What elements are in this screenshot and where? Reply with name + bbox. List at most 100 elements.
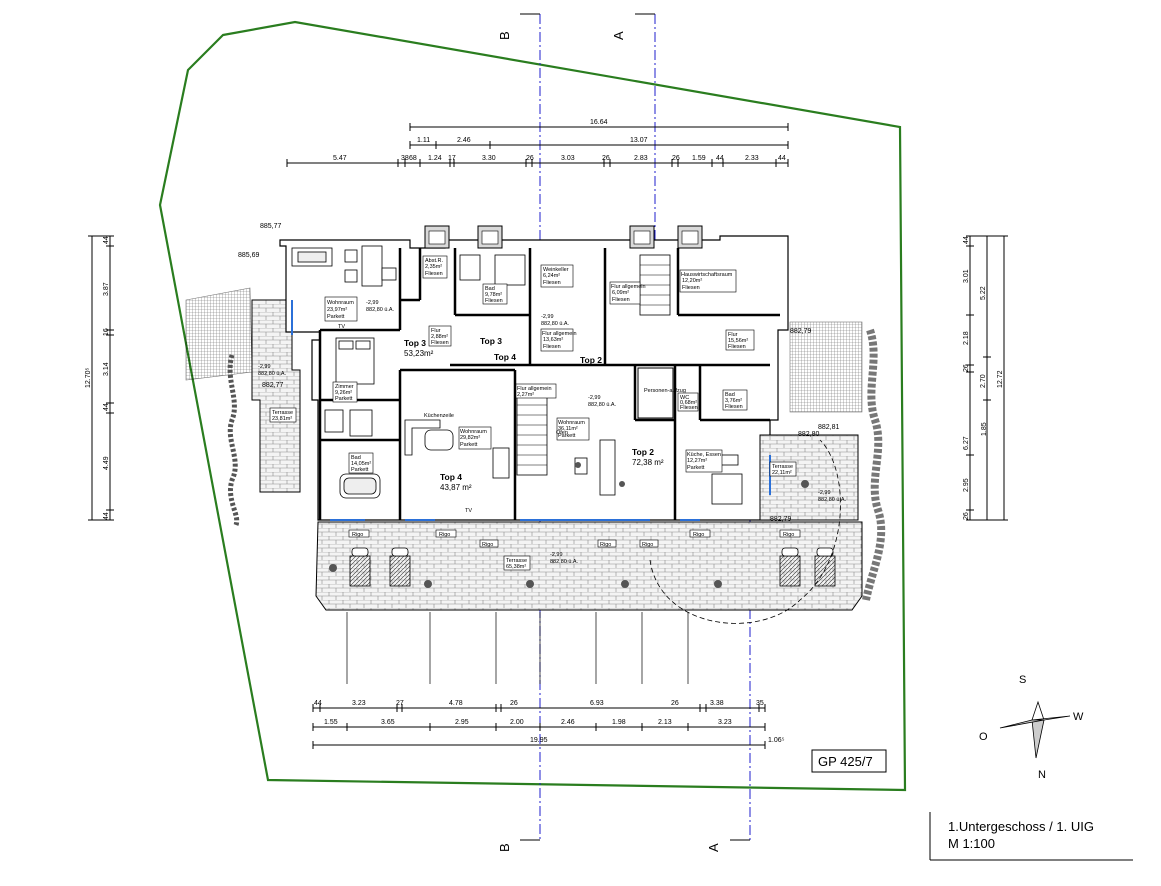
dim-right-c1-0: 44 [963, 236, 970, 244]
dim-right-c1-1: 3.01 [963, 269, 970, 283]
dim-top-r3-7: 3.03 [561, 155, 575, 162]
dim-bot-r2-4: 2.46 [561, 719, 575, 726]
svg-text:3,76m²: 3,76m² [725, 398, 742, 404]
dim-right-c2-0: 5.22 [980, 286, 987, 300]
svg-text:885,77: 885,77 [260, 223, 282, 230]
svg-text:15,56m²: 15,56m² [728, 338, 748, 344]
dim-left-4: 44 [103, 403, 110, 411]
svg-text:13,63m²: 13,63m² [543, 337, 563, 343]
plot-id: GP 425/7 [818, 754, 873, 769]
elevation-points: 885,77 885,69 882,77 882,79 882,81 882,8… [238, 223, 840, 523]
svg-text:Fliesen: Fliesen [431, 340, 449, 346]
dim-bot-r2-0: 1.55 [324, 719, 338, 726]
dim-top-r3-5: 3.30 [482, 155, 496, 162]
dim-top-r3-4: 17 [448, 155, 456, 162]
door-label-top2: Top 2 [580, 355, 602, 365]
dim-right-c2-2: 12.72 [997, 370, 1004, 388]
door-label-top3: Top 3 [480, 336, 502, 346]
svg-text:23,97m²: 23,97m² [327, 307, 347, 313]
svg-text:Flur allgemein: Flur allgemein [611, 284, 646, 290]
svg-text:29,82m²: 29,82m² [460, 435, 480, 441]
svg-text:-2,99: -2,99 [588, 395, 601, 401]
right-dimensions: 44 3.01 2.18 26 6.27 1.85 2.95 26 5.22 2… [963, 235, 1008, 521]
rigo-label-2: Rigo [439, 532, 450, 538]
compass-icon: N S W O [979, 674, 1084, 781]
dim-bot-r2-3: 2.00 [510, 719, 524, 726]
unit-top4-name: Top 4 [440, 472, 462, 482]
dim-bot-r2-6: 2.13 [658, 719, 672, 726]
dim-bot-r1-0: 44 [314, 700, 322, 707]
svg-text:-2,99: -2,99 [818, 490, 831, 496]
svg-text:Bad: Bad [351, 455, 361, 461]
svg-text:Fliesen: Fliesen [543, 344, 561, 350]
svg-text:2,88m²: 2,88m² [431, 334, 448, 340]
svg-text:882,80 ü.A.: 882,80 ü.A. [366, 307, 395, 313]
rigo-label-7: Rigo [783, 532, 794, 538]
compass-east: W [1073, 711, 1084, 723]
plot-id-box [811, 749, 887, 773]
svg-text:-2,99: -2,99 [541, 314, 554, 320]
svg-text:882,79: 882,79 [790, 328, 812, 335]
svg-text:2,27m²: 2,27m² [517, 392, 534, 398]
lift-shaft [637, 367, 674, 419]
svg-text:Parkett: Parkett [351, 467, 369, 473]
svg-text:Fliesen: Fliesen [612, 297, 630, 303]
lift-label: Personen-aufzug [644, 388, 686, 394]
east-hedge [862, 328, 886, 601]
svg-text:Terrasse: Terrasse [772, 464, 793, 470]
svg-text:0,68m²: 0,68m² [680, 400, 697, 406]
rigo-label-3: Rigo [482, 542, 493, 548]
svg-text:Abst.R.: Abst.R. [425, 258, 444, 264]
svg-text:Parkett: Parkett [335, 396, 353, 402]
svg-text:-2,99: -2,99 [366, 300, 379, 306]
section-label-a-bottom: A [706, 843, 721, 852]
svg-text:Ofen: Ofen [556, 430, 568, 436]
door-label-top4: Top 4 [494, 352, 516, 362]
svg-text:22,11m²: 22,11m² [772, 470, 792, 476]
dim-top-r3-11: 1.59 [692, 155, 706, 162]
dim-bot-r2-2: 2.95 [455, 719, 469, 726]
rigo-labels: Rigo Rigo Rigo Rigo Rigo Rigo Rigo [348, 529, 801, 548]
svg-text:Flur: Flur [728, 332, 738, 338]
tree-outline [649, 439, 841, 624]
light-wells [424, 225, 703, 249]
east-entry-area [789, 321, 863, 413]
svg-text:TV: TV [338, 324, 345, 330]
rigo-label-5: Rigo [642, 542, 653, 548]
dim-bot-r1-6: 26 [671, 700, 679, 707]
dim-bot-overall: 19.95 [530, 737, 548, 744]
svg-text:Parkett: Parkett [327, 314, 345, 320]
dim-top-r2-0: 1.11 [417, 137, 430, 144]
svg-text:882,80 ü.A.: 882,80 ü.A. [550, 559, 579, 565]
terrace-south [315, 521, 863, 611]
svg-text:12,27m²: 12,27m² [687, 458, 707, 464]
svg-text:882,80 ü.A.: 882,80 ü.A. [258, 371, 287, 377]
svg-text:Wohnraum: Wohnraum [460, 429, 487, 435]
svg-text:882,79: 882,79 [770, 516, 792, 523]
compass-west: O [979, 731, 988, 743]
svg-text:882,80 ü.A.: 882,80 ü.A. [818, 497, 847, 503]
svg-text:Zimmer: Zimmer [335, 384, 354, 390]
svg-text:882,80 ü.A.: 882,80 ü.A. [588, 402, 617, 408]
dim-top-r3-8: 26 [602, 155, 610, 162]
property-boundary [158, 20, 907, 792]
svg-text:Terrasse: Terrasse [272, 410, 293, 416]
dim-bot-r1-7: 3.38 [710, 700, 724, 707]
dim-top-r2-1: 2.46 [457, 137, 471, 144]
title-line1: 1.Untergeschoss / 1. UIG [948, 819, 1094, 834]
svg-text:Fliesen: Fliesen [680, 405, 698, 411]
unit-top4-area: 43,87 m² [440, 483, 472, 492]
dim-right-c1-4: 6.27 [963, 436, 970, 450]
title-line2: M 1:100 [948, 836, 995, 851]
